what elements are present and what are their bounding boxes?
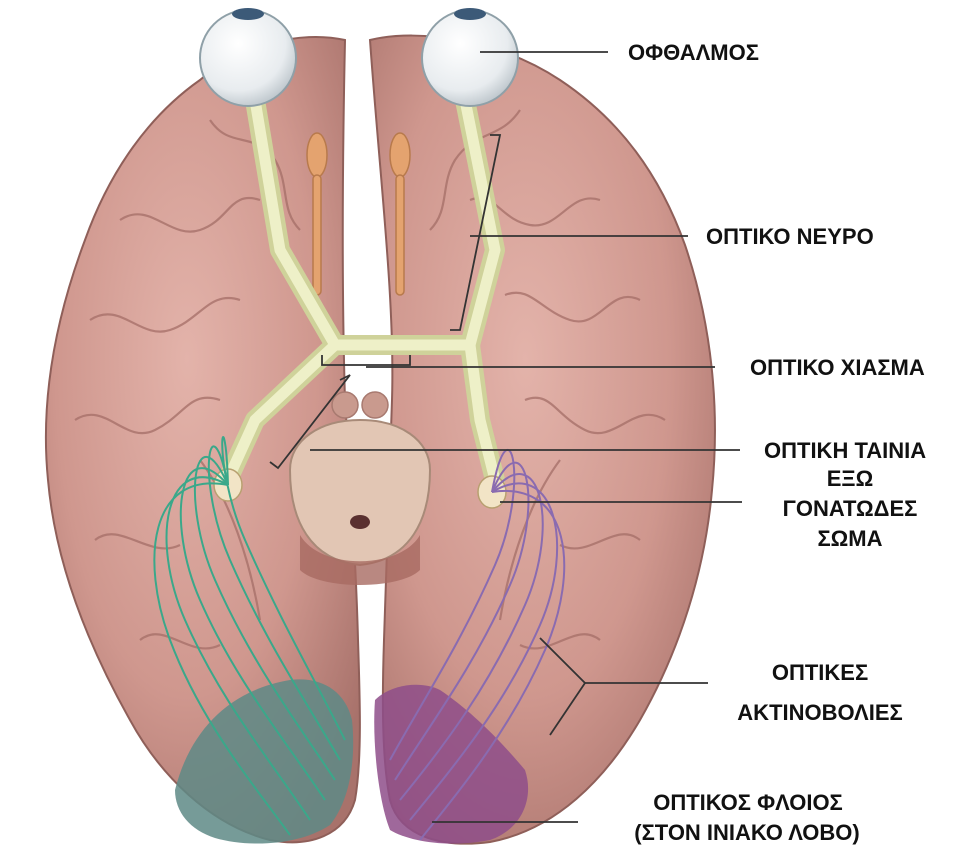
label-cortex-line-1: ΟΠΤΙΚΟΣ ΦΛΟΙΟΣ bbox=[598, 790, 898, 816]
right-eyeball bbox=[422, 8, 518, 106]
label-lgn-line-2: ΓΟΝΑΤΩΔΕΣ bbox=[750, 496, 950, 522]
label-lgn-line-1: ΕΞΩ bbox=[750, 466, 950, 492]
label-radiations-line-1: ΟΠΤΙΚΕΣ bbox=[720, 660, 920, 686]
label-lgn-line-3: ΣΩΜΑ bbox=[750, 526, 950, 552]
label-optic-tract: ΟΠΤΙΚΗ ΤΑΙΝΙΑ bbox=[764, 438, 926, 464]
left-eyeball bbox=[200, 8, 296, 106]
label-radiations-line-2: ΑΚΤΙΝΟΒΟΛΙΕΣ bbox=[720, 700, 920, 726]
label-eye: ΟΦΘΑΛΜΟΣ bbox=[628, 40, 759, 66]
label-cortex-line-2: (ΣΤΟΝ ΙΝΙΑΚΟ ΛΟΒΟ) bbox=[592, 820, 902, 846]
label-optic-chiasm: ΟΠΤΙΚΟ ΧΙΑΣΜΑ bbox=[750, 355, 925, 381]
label-optic-nerve: ΟΠΤΙΚΟ ΝΕΥΡΟ bbox=[706, 224, 874, 250]
